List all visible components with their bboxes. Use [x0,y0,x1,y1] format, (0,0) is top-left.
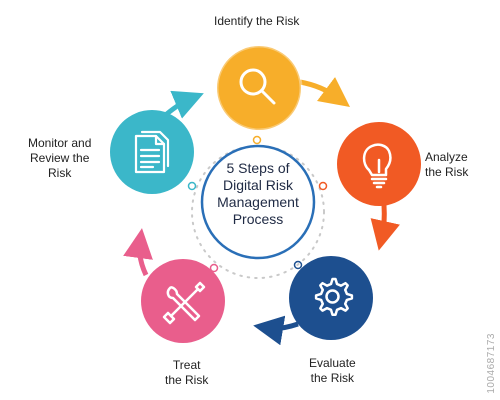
accent-dot [209,263,219,273]
lightbulb-icon [362,143,392,189]
step-circle-evaluate [289,256,373,340]
watermark-id: 1004687173 [486,333,497,394]
magnifier-icon [239,68,276,105]
step-circle-identify [215,44,303,132]
accent-dot [187,181,197,191]
connector-identify-analyze [299,77,351,107]
gear-icon [314,277,354,317]
accent-dot [293,260,303,270]
step-label-evaluate: Evaluate the Risk [309,356,356,385]
connector-evaluate-treat [253,315,299,346]
step-label-monitor: Monitor and Review the Risk [28,136,92,180]
step-circle-monitor [110,110,194,194]
step-label-identify: Identify the Risk [214,14,300,28]
tools-icon [162,281,206,325]
center-dotted-ring [191,145,325,279]
center-title: 5 Steps of Digital Risk Management Proce… [217,160,299,227]
center-circle [200,144,316,260]
step-label-analyze: Analyze the Risk [425,150,469,179]
connector-treat-monitor [123,228,153,277]
accent-dot [252,135,262,145]
documents-icon [134,130,170,174]
step-label-treat: Treat the Risk [165,358,209,387]
accent-dot [318,181,328,191]
